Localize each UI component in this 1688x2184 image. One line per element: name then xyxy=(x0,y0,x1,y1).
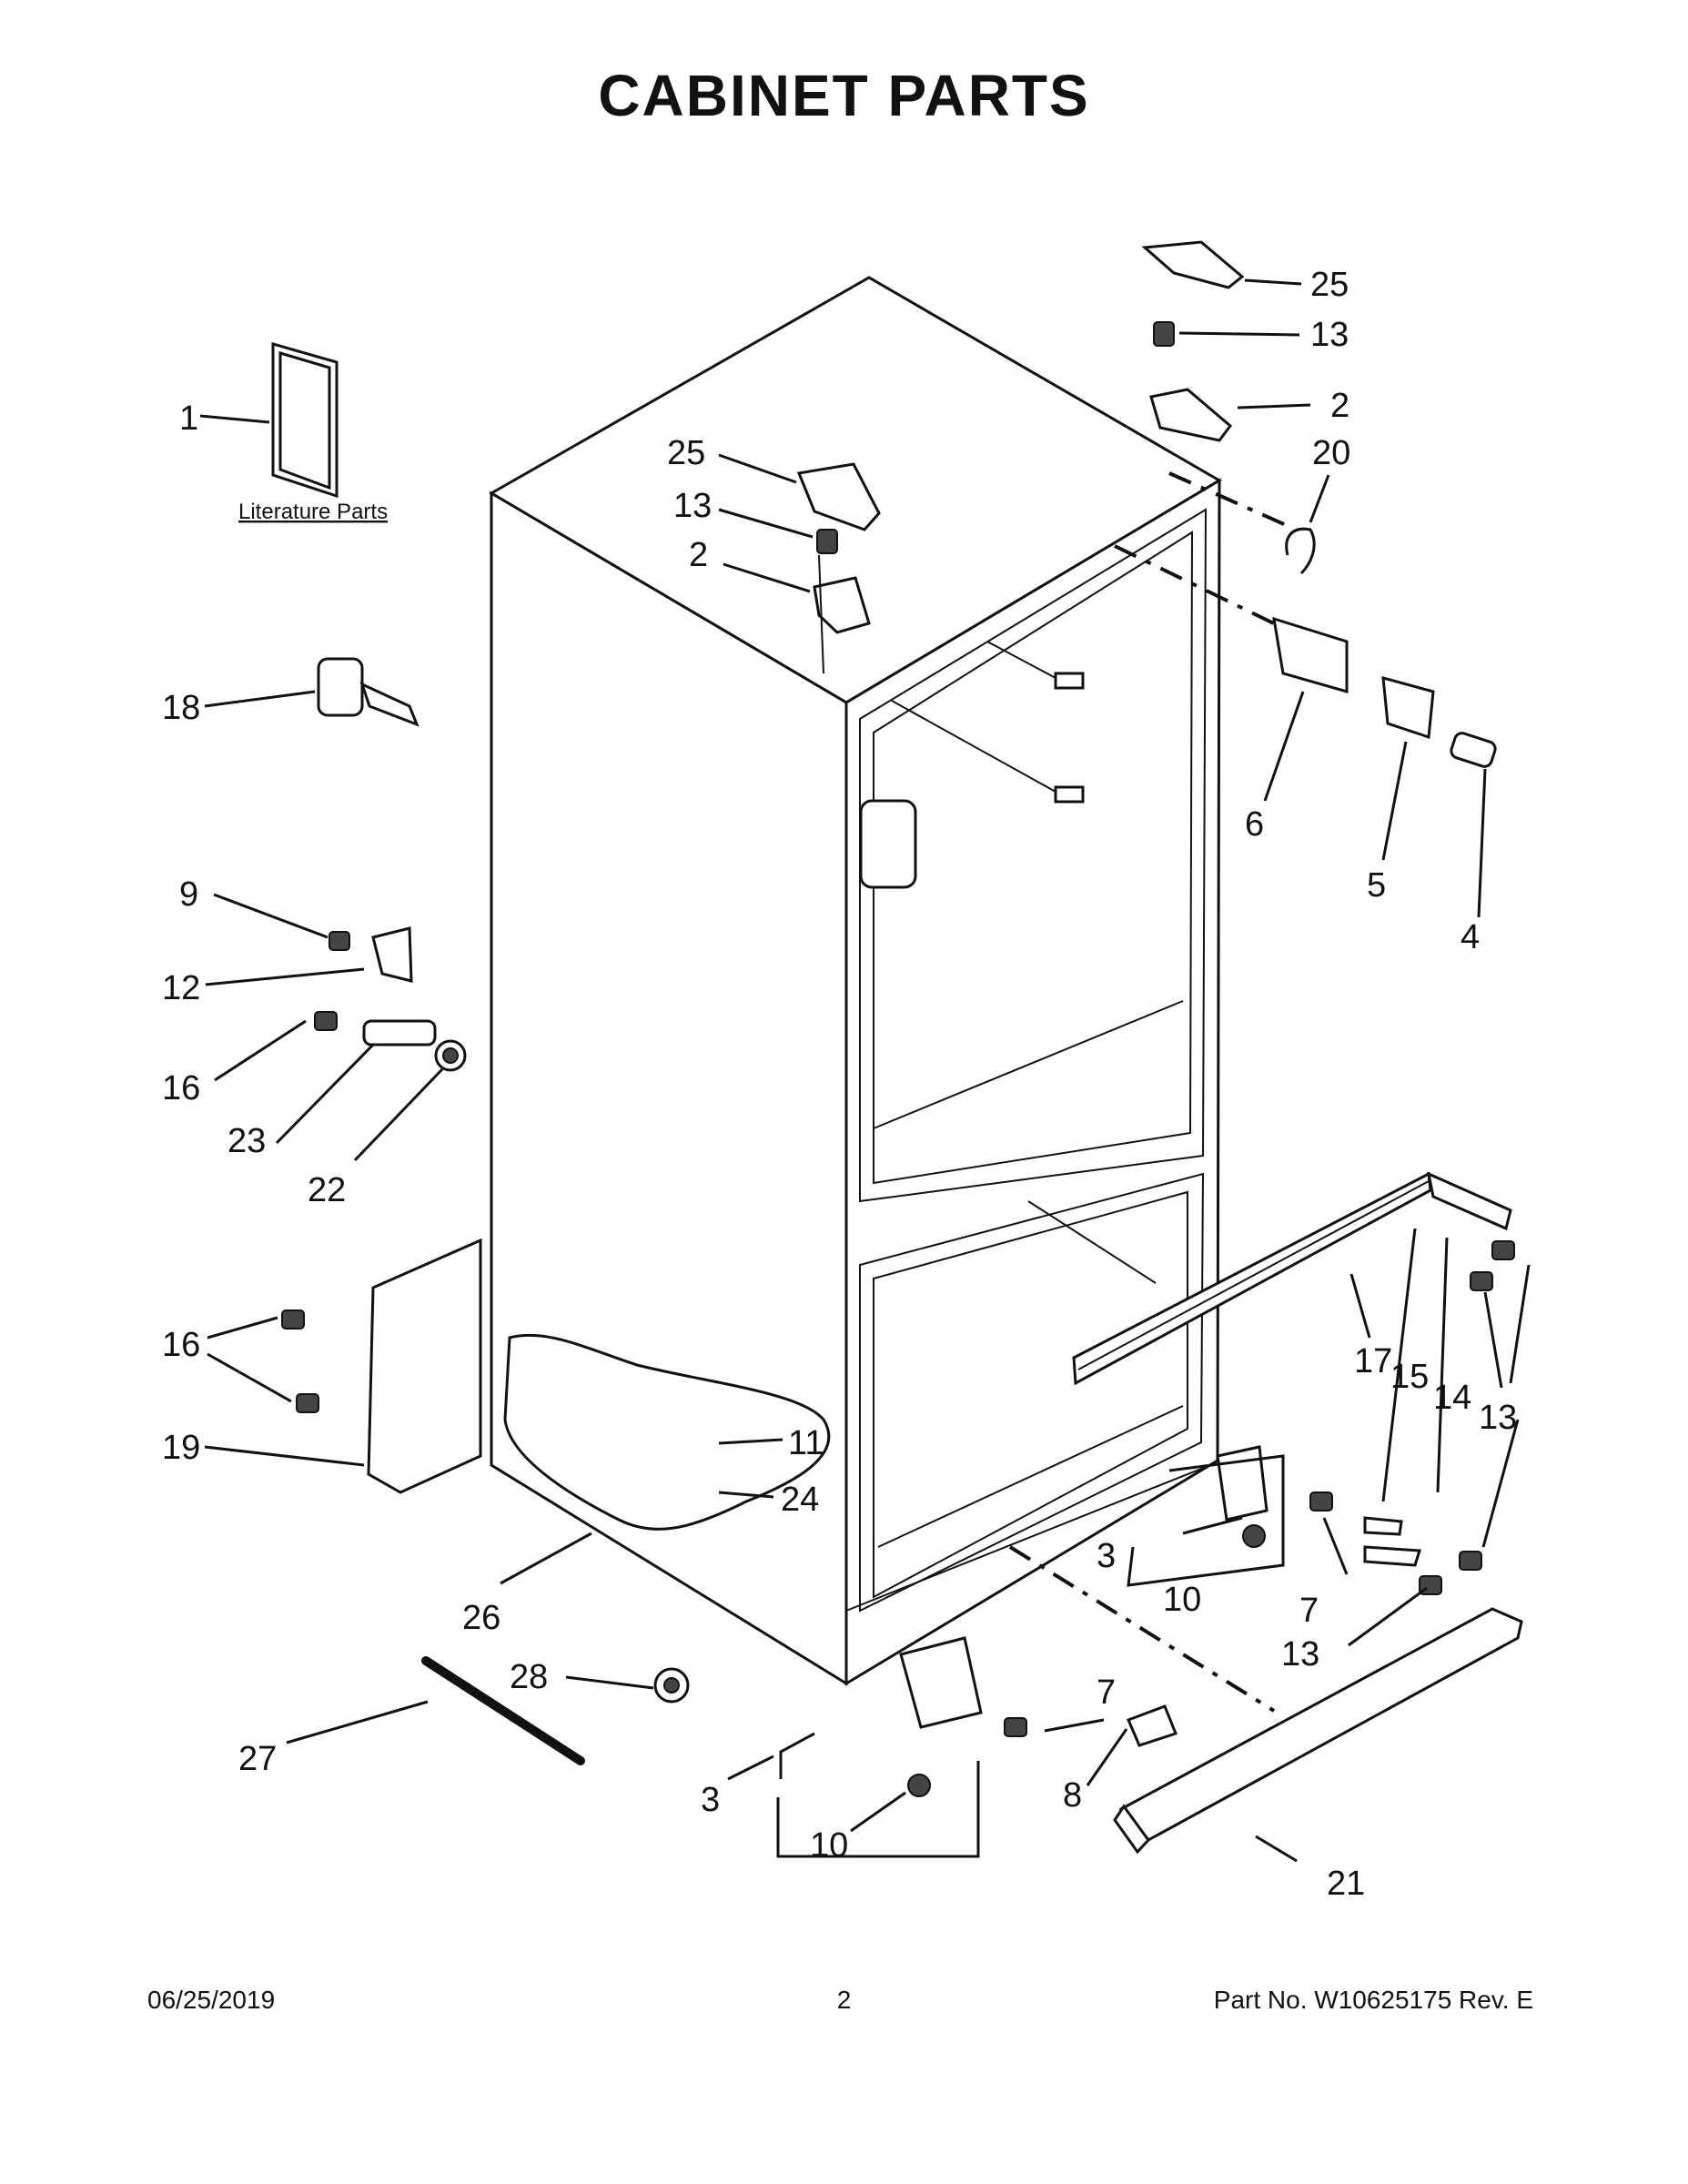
callout-4: 4 xyxy=(1461,918,1480,956)
callout-21: 21 xyxy=(1327,1865,1365,1903)
callout-10: 10 xyxy=(1163,1581,1201,1619)
callout-26: 26 xyxy=(462,1599,500,1637)
footer-page-number: 2 xyxy=(836,1986,852,2014)
callout-7: 7 xyxy=(1299,1592,1319,1630)
callout-22: 22 xyxy=(308,1171,346,1209)
callout-1: 1 xyxy=(179,399,198,438)
literature-parts-label: Literature Parts xyxy=(238,500,388,524)
callout-27: 27 xyxy=(238,1740,277,1778)
callout-13: 13 xyxy=(1479,1399,1517,1437)
callout-16: 16 xyxy=(162,1326,200,1364)
right-lower-hardware xyxy=(1008,1171,1523,1855)
callout-13: 13 xyxy=(1310,316,1349,354)
callout-23: 23 xyxy=(227,1122,266,1160)
callout-15: 15 xyxy=(1390,1358,1429,1396)
callout-5: 5 xyxy=(1367,866,1386,905)
callout-19: 19 xyxy=(162,1429,200,1467)
callout-11: 11 xyxy=(788,1424,824,1462)
callout-3: 3 xyxy=(701,1781,720,1819)
leader-lines xyxy=(199,278,1531,1863)
callout-numbers: 1 25 13 2 18 9 12 16 23 22 16 19 26 28 2… xyxy=(162,266,1517,1903)
callout-12: 12 xyxy=(162,969,200,1007)
footer-part-number: Part No. W10625175 Rev. E xyxy=(1213,1986,1533,2014)
footer-date: 06/25/2019 xyxy=(147,1986,276,2014)
callout-14: 14 xyxy=(1433,1379,1471,1417)
callout-24: 24 xyxy=(781,1481,819,1519)
callout-13: 13 xyxy=(1281,1635,1319,1673)
callout-20: 20 xyxy=(1312,434,1350,472)
callout-17: 17 xyxy=(1354,1342,1392,1380)
callout-18: 18 xyxy=(162,689,200,727)
callout-28: 28 xyxy=(510,1658,548,1696)
callout-25: 25 xyxy=(667,434,705,472)
callout-9: 9 xyxy=(179,875,198,914)
callout-10: 10 xyxy=(810,1826,848,1865)
literature-parts-group: Literature Parts xyxy=(238,342,388,524)
callout-3: 3 xyxy=(1097,1537,1116,1575)
left-hardware xyxy=(281,657,690,1765)
left-roller-assembly xyxy=(776,1636,1027,1858)
callout-7: 7 xyxy=(1097,1673,1116,1712)
page-title: CABINET PARTS xyxy=(598,63,1090,128)
callout-8: 8 xyxy=(1063,1776,1082,1815)
callout-16: 16 xyxy=(162,1069,200,1107)
callout-6: 6 xyxy=(1245,805,1264,844)
callout-2: 2 xyxy=(689,536,708,574)
callout-25: 25 xyxy=(1310,266,1349,304)
top-hinge-hardware xyxy=(796,240,1497,768)
callout-13: 13 xyxy=(673,487,712,525)
callout-2: 2 xyxy=(1330,387,1349,425)
